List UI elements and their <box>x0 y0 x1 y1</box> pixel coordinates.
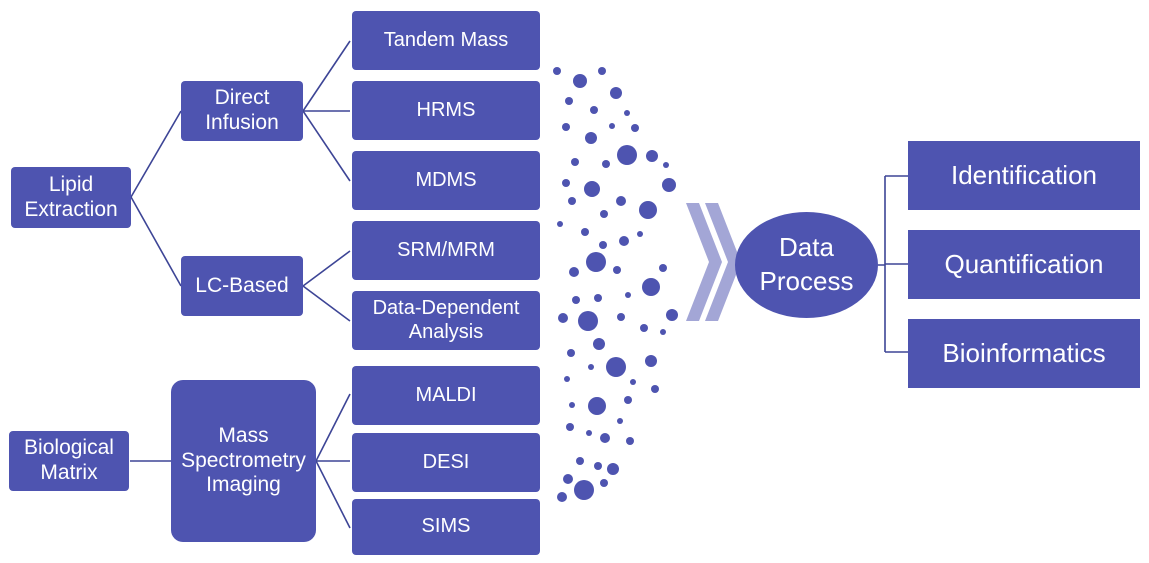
node-desi: DESI <box>352 433 540 492</box>
scatter-dots-icon <box>553 67 678 502</box>
connector-lc-srm <box>302 250 351 287</box>
node-mass-spectrometry-imaging: Mass Spectrometry Imaging <box>171 380 316 542</box>
connector-msi-sims <box>315 460 351 529</box>
node-direct-infusion: Direct Infusion <box>181 81 303 141</box>
node-mdms: MDMS <box>352 151 540 210</box>
node-biological-matrix: Biological Matrix <box>9 431 129 491</box>
node-data-dependent-analysis: Data-Dependent Analysis <box>352 291 540 350</box>
double-chevron-right-icon <box>686 203 741 321</box>
connector-lipid-direct <box>130 110 182 198</box>
node-hrms: HRMS <box>352 81 540 140</box>
node-lc-based: LC-Based <box>181 256 303 316</box>
connector-msi-maldi <box>315 393 351 462</box>
connector-lipid-lc <box>130 196 182 287</box>
node-lipid-extraction: Lipid Extraction <box>11 167 131 228</box>
node-srm-mrm: SRM/MRM <box>352 221 540 280</box>
connector-direct-tandem <box>302 40 351 112</box>
connector-lc-dda <box>302 285 351 322</box>
node-quantification: Quantification <box>908 230 1140 299</box>
node-bioinformatics: Bioinformatics <box>908 319 1140 388</box>
connector-direct-mdms <box>302 110 351 182</box>
connector-dp-bracket <box>878 175 908 353</box>
node-maldi: MALDI <box>352 366 540 425</box>
node-identification: Identification <box>908 141 1140 210</box>
node-sims: SIMS <box>352 499 540 555</box>
node-tandem-mass: Tandem Mass <box>352 11 540 70</box>
node-data-process: Data Process <box>735 212 878 318</box>
